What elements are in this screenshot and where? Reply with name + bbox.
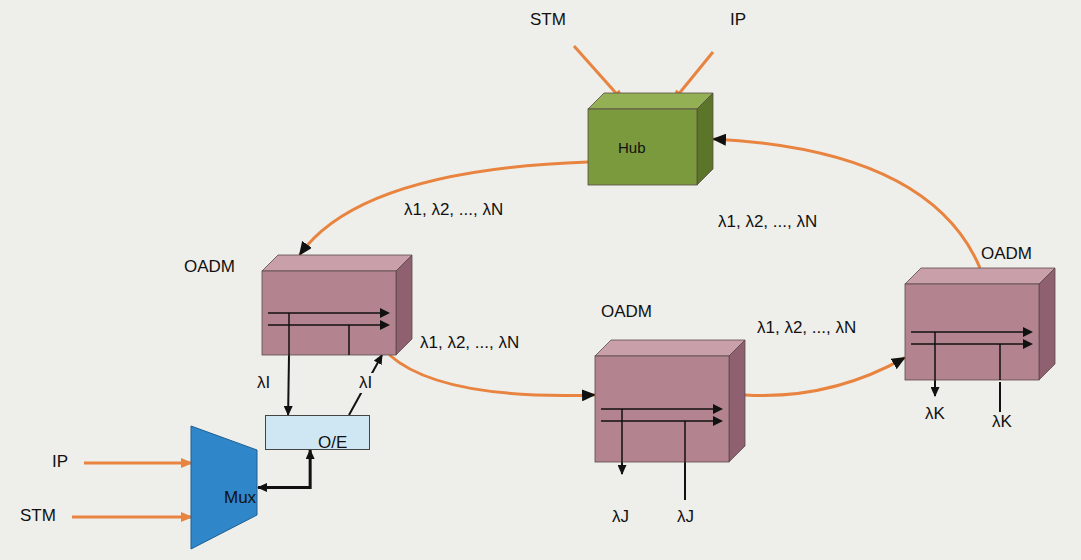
node-label: OADM: [184, 257, 235, 277]
signal-name: IP: [50, 452, 70, 472]
oadm-box: OADM: [905, 268, 1055, 380]
connector: [258, 450, 310, 488]
node-label: OADM: [601, 302, 652, 322]
hub-box: Hub: [588, 93, 713, 185]
connector: [349, 355, 382, 415]
edge-label: λI: [255, 373, 272, 393]
oadm-box-outline: [905, 268, 1055, 380]
node-label: Hub: [618, 138, 646, 158]
edge-label: λ1, λ2, ..., λN: [418, 333, 521, 353]
node-label: O/E: [318, 433, 347, 453]
hub-box-outline: [588, 93, 713, 185]
add-line: [684, 462, 686, 500]
wavelength-label: λK: [923, 404, 947, 424]
mux-trapezoid-outline: [190, 425, 258, 550]
edge-label: λ1, λ2, ..., λN: [402, 200, 505, 220]
wavelength-label: λJ: [675, 507, 696, 527]
oadm-box: OADM: [262, 255, 412, 355]
wavelength-label: λJ: [610, 507, 631, 527]
mux-trapezoid: Mux: [190, 425, 258, 550]
signal-name: IP: [728, 10, 748, 30]
oadm-box-outline: [262, 255, 412, 355]
oe-converter-outline: [265, 415, 370, 450]
ip-input-arrow: [84, 462, 192, 465]
oe-converter: O/E: [265, 415, 370, 450]
edge-label: λ1, λ2, ..., λN: [755, 318, 858, 338]
connector: [713, 139, 980, 268]
node-label: OADM: [981, 244, 1032, 264]
connector: [287, 355, 290, 415]
connector: [390, 355, 596, 395]
edge-label: λI: [357, 373, 374, 393]
stm-input-arrow: [72, 516, 192, 519]
signal-name: STM: [528, 10, 568, 30]
connector: [745, 358, 905, 396]
wavelength-label: λK: [990, 412, 1014, 432]
signal-name: STM: [18, 506, 58, 526]
oadm-box-outline: [595, 340, 745, 462]
connector: [300, 162, 589, 255]
node-label: Mux: [224, 488, 256, 508]
oadm-box: OADM: [595, 340, 745, 462]
edge-label: λ1, λ2, ..., λN: [716, 212, 819, 232]
